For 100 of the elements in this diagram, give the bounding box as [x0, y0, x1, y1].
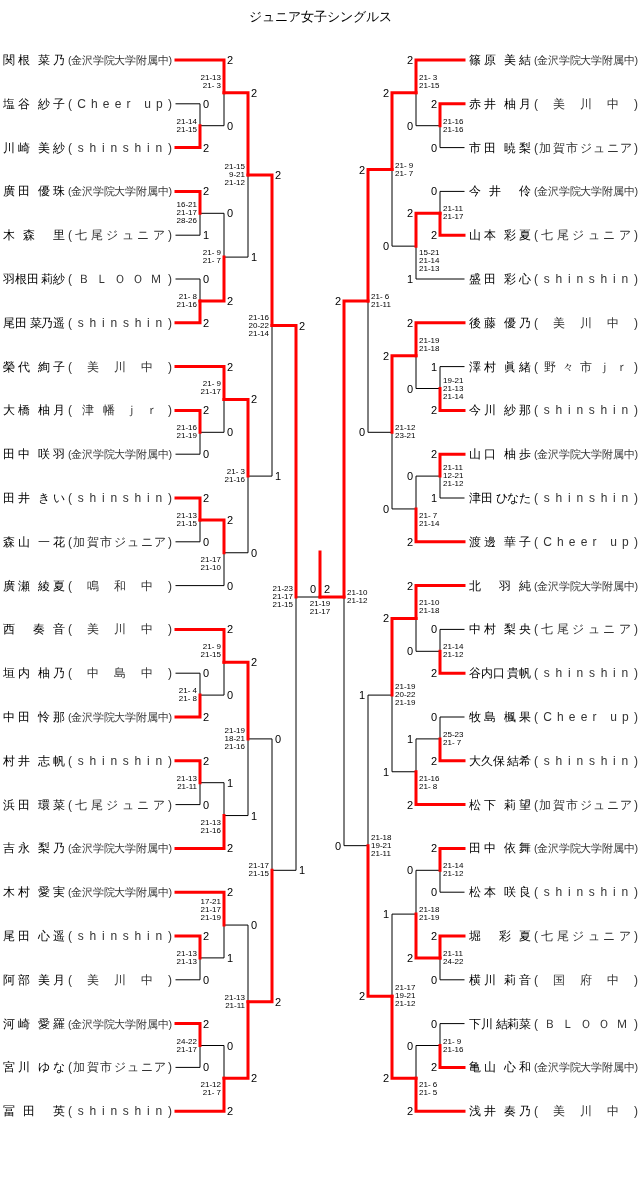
bracket-line	[199, 782, 225, 817]
bracket-line	[271, 596, 297, 871]
set-score: 21-16	[224, 742, 245, 751]
player-name: 塩谷 紗子	[3, 96, 65, 111]
game-count: 2	[203, 1017, 210, 1030]
set-score: 21-17	[176, 1045, 197, 1054]
set-score: 21- 7	[395, 169, 414, 178]
game-count: 1	[299, 864, 306, 877]
player-name: 関根 菜乃	[3, 53, 65, 67]
player-name: 廣田 優珠	[3, 184, 65, 199]
bracket-line	[175, 212, 201, 236]
bracket-line	[175, 957, 201, 981]
game-count: 2	[227, 1105, 234, 1118]
club-name: (shinshin)	[68, 929, 172, 943]
player-name: 川崎 美紗	[3, 140, 65, 155]
game-count: 2	[430, 229, 437, 242]
bracket-line	[391, 694, 417, 773]
game-count: 0	[275, 732, 282, 745]
bracket-line	[247, 738, 273, 871]
bracket-line	[439, 628, 465, 652]
game-count: 0	[227, 689, 234, 702]
game-count: 2	[251, 656, 258, 669]
game-count: 2	[406, 535, 413, 548]
game-count: 0	[309, 583, 316, 595]
game-count: 1	[251, 251, 258, 264]
set-score: 21-19	[419, 336, 440, 345]
game-count: 0	[203, 667, 210, 680]
club-name: (津幡ｊｒ)	[68, 403, 172, 418]
bracket-line	[438, 102, 466, 128]
club-name: (金沢学院大学附属中)	[534, 578, 638, 593]
game-count: 0	[227, 579, 234, 592]
set-score: 21- 5	[419, 1089, 438, 1098]
set-score: 21-19	[176, 432, 197, 441]
club-name: (shinshin)	[534, 753, 638, 768]
bracket-line	[223, 174, 249, 258]
bracket-line	[295, 596, 321, 598]
club-name: (Cheer up)	[534, 534, 638, 549]
bracket-line	[175, 552, 225, 587]
bracket-line	[439, 366, 465, 389]
game-count: 0	[227, 1039, 234, 1052]
bracket-line	[222, 397, 250, 478]
game-count: 2	[251, 393, 258, 406]
set-score: 21-17	[309, 608, 331, 616]
player-name: 山口 柚歩	[469, 447, 531, 462]
bracket-line	[222, 660, 250, 741]
set-score: 21-18	[419, 906, 440, 915]
game-count: 2	[382, 349, 389, 362]
set-score: 21-13	[176, 511, 197, 520]
set-score: 21-19	[224, 726, 245, 735]
club-name: (金沢学院大学附属中)	[68, 184, 172, 199]
game-count: 2	[227, 360, 234, 373]
set-score: 21- 9	[202, 643, 221, 652]
set-score: 21-18	[371, 833, 392, 842]
bracket-line	[175, 103, 201, 127]
game-count: 0	[203, 97, 210, 110]
game-count: 1	[406, 732, 413, 745]
bracket-line	[414, 912, 442, 960]
club-name: (ＢＬＯＯＭ)	[534, 1016, 638, 1031]
player-name: 下川 結莉菜	[469, 1016, 531, 1031]
player-name: 垣内 柚乃	[3, 666, 65, 681]
bracket-line	[367, 694, 393, 847]
bracket-line	[175, 782, 201, 806]
set-score: 21-11	[225, 1001, 245, 1010]
set-score: 9-21	[229, 170, 245, 179]
set-score: 21-19	[419, 914, 440, 923]
game-count: 0	[430, 1017, 437, 1030]
set-score: 21-10	[347, 589, 368, 597]
set-score: 21-14	[248, 329, 269, 338]
set-score: 21- 8	[178, 695, 197, 704]
player-name: 澤村 眞緒	[469, 359, 531, 374]
player-name: 盛田 彩心	[469, 272, 531, 286]
bracket-line	[438, 737, 466, 763]
game-count: 2	[382, 86, 389, 99]
game-count: 1	[227, 776, 234, 789]
game-count: 2	[358, 990, 365, 1003]
club-name: (金沢学院大学附属中)	[68, 53, 172, 67]
game-count: 2	[406, 798, 413, 811]
set-score: 21- 7	[443, 738, 462, 747]
set-score: 21-16	[443, 125, 464, 134]
club-name: (shinshin)	[68, 753, 172, 768]
player-name: 尾田 心遥	[3, 929, 65, 943]
club-name: (Cheer up)	[534, 710, 638, 724]
set-score: 21-14	[443, 862, 464, 871]
game-count: 0	[203, 448, 210, 461]
set-score: 21-15	[200, 651, 221, 660]
player-name: 羽根田 莉紗	[3, 272, 65, 286]
bracket-line	[174, 408, 202, 434]
bracket-line	[438, 1044, 466, 1069]
bracket-line	[198, 255, 226, 303]
game-count: 2	[358, 163, 365, 176]
game-count: 0	[251, 546, 258, 559]
game-count: 0	[430, 711, 437, 723]
bracket-line	[439, 869, 465, 893]
bracket-line	[439, 716, 465, 740]
player-name: 中田 怜那	[3, 710, 65, 724]
player-name: 廣瀬 綾夏	[3, 578, 65, 593]
set-score: 21-19	[395, 683, 416, 692]
bracket-line	[415, 92, 441, 127]
player-name: 村井 志帆	[3, 753, 65, 768]
set-score: 21-12	[200, 1081, 221, 1090]
